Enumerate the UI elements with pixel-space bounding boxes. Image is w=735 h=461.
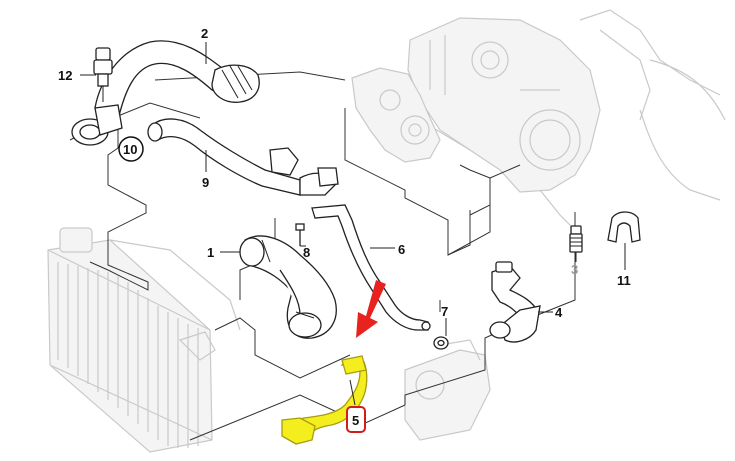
callout-4: 4 (555, 305, 563, 320)
callout-11: 11 (617, 273, 631, 288)
part-6-bleed-pipe[interactable] (311, 204, 431, 331)
callout-5: 5 (352, 413, 359, 428)
part-12-temperature-sensor[interactable] (93, 47, 113, 102)
callout-7: 7 (441, 304, 448, 319)
engine-block-ghost (407, 9, 726, 231)
hose-clamp-left (71, 104, 123, 146)
part-3-bleed-screw[interactable] (569, 225, 583, 253)
callout-10-circle: 10 (118, 136, 144, 162)
part-9-bypass-hose[interactable] (147, 118, 339, 196)
callout-1: 1 (207, 245, 214, 260)
red-arrow-icon (356, 280, 386, 338)
callout-12: 12 (58, 68, 72, 83)
thermostat-housing-ghost (351, 67, 441, 163)
part-2-upper-hose[interactable] (94, 40, 260, 121)
callout-6: 6 (398, 242, 405, 257)
callout-leaders (80, 42, 626, 406)
callout-10: 10 (123, 142, 137, 157)
callout-labels: 2 12 10 9 1 8 6 7 4 3 11 5 (58, 26, 631, 433)
callout-3: 3 (571, 262, 578, 277)
radiator (47, 227, 241, 453)
filter-housing-ghost (404, 339, 491, 441)
part-7-o-ring[interactable] (433, 336, 449, 350)
part-1-lower-hose[interactable] (239, 235, 337, 339)
callout-5-box: 5 (346, 406, 366, 433)
part-4-angled-hose[interactable] (489, 261, 541, 343)
callout-2: 2 (201, 26, 208, 41)
part-5-highlighted-hose[interactable] (281, 355, 368, 445)
callout-8: 8 (303, 245, 310, 260)
part-8-bolt[interactable] (295, 223, 305, 246)
callout-9: 9 (202, 175, 209, 190)
part-11-bracket[interactable] (607, 211, 641, 243)
